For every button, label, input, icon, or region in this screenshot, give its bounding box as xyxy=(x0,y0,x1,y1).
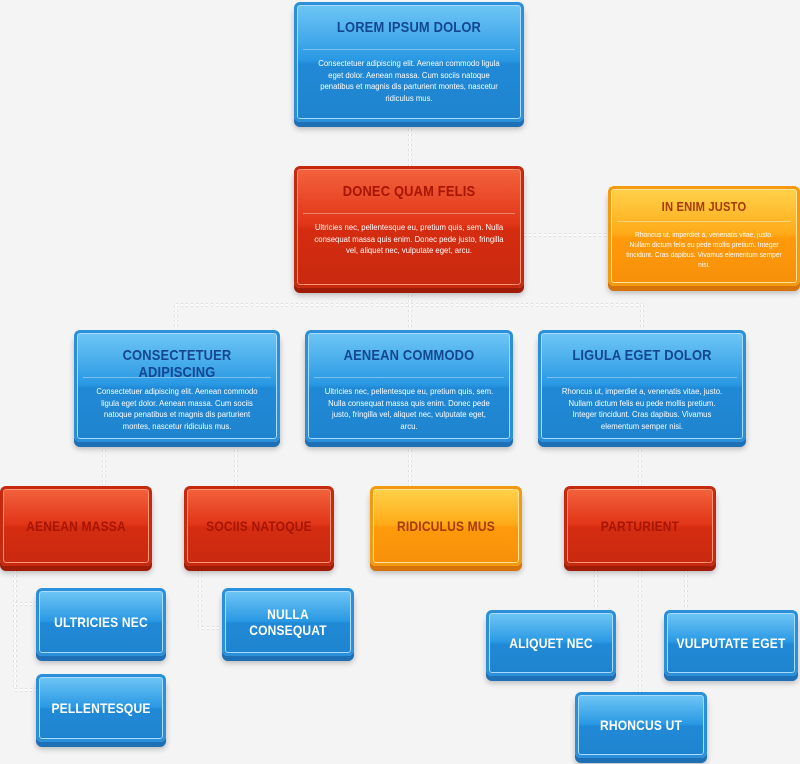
node-aenean-massa: AENEAN MASSA xyxy=(0,486,152,566)
node-in-enim-justo: IN ENIM JUSTO Rhoncus ut, imperdiet a, v… xyxy=(608,186,800,286)
node-ligula-eget-dolor: LIGULA EGET DOLOR Rhoncus ut, imperdiet … xyxy=(538,330,746,442)
node-body: Consectetuer adipiscing elit. Aenean com… xyxy=(318,58,500,103)
node-title: SOCIIS NATOQUE xyxy=(206,518,312,534)
node-title: AENEAN COMMODO xyxy=(343,347,475,364)
node-body: Consectetuer adipiscing elit. Aenean com… xyxy=(96,386,258,431)
connectors-fg xyxy=(14,124,687,692)
node-lorem-ipsum-dolor: LOREM IPSUM DOLOR Consectetuer adipiscin… xyxy=(294,2,524,122)
node-body: Ultricies nec, pellentesque eu, pretium … xyxy=(314,222,504,255)
node-title: LIGULA EGET DOLOR xyxy=(572,347,712,364)
node-aenean-commodo: AENEAN COMMODO Ultricies nec, pellentesq… xyxy=(305,330,513,442)
node-title: DONEC QUAM FELIS xyxy=(342,183,476,200)
node-body: Rhoncus ut, imperdiet a, venenatis vitae… xyxy=(626,230,782,269)
node-pellentesque: PELLENTESQUE xyxy=(36,674,166,742)
node-consectetuer-adipiscing: CONSECTETUER ADIPISCING Consectetuer adi… xyxy=(74,330,280,442)
node-divider xyxy=(314,377,504,378)
node-divider xyxy=(303,49,515,50)
node-divider xyxy=(83,377,271,378)
node-divider xyxy=(303,213,515,214)
node-title: ULTRICIES NEC xyxy=(54,614,148,630)
node-title: AENEAN MASSA xyxy=(26,518,126,534)
node-title: IN ENIM JUSTO xyxy=(661,199,747,214)
node-title: RHONCUS UT xyxy=(600,717,682,733)
node-ultricies-nec: ULTRICIES NEC xyxy=(36,588,166,656)
node-sociis-natoque: SOCIIS NATOQUE xyxy=(184,486,334,566)
node-title: ALIQUET NEC xyxy=(509,635,593,651)
node-vulputate-eget: VULPUTATE EGET xyxy=(664,610,798,676)
node-title: RIDICULUS MUS xyxy=(397,518,495,534)
node-title: VULPUTATE EGET xyxy=(676,635,786,651)
node-title: CONSECTETUER ADIPISCING xyxy=(122,347,232,381)
node-title: LOREM IPSUM DOLOR xyxy=(336,19,482,36)
node-ridiculus-mus: RIDICULUS MUS xyxy=(370,486,522,566)
node-title: NULLA CONSEQUAT xyxy=(249,606,327,638)
node-divider xyxy=(617,221,791,222)
node-body: Ultricies nec, pellentesque eu, pretium … xyxy=(324,386,494,431)
node-body: Rhoncus ut, imperdiet a, venenatis vitae… xyxy=(561,386,723,431)
node-divider xyxy=(547,377,737,378)
node-rhoncus-ut: RHONCUS UT xyxy=(575,692,707,758)
node-title: PELLENTESQUE xyxy=(51,700,151,716)
node-parturient: PARTURIENT xyxy=(564,486,716,566)
node-aliquet-nec: ALIQUET NEC xyxy=(486,610,616,676)
node-title: PARTURIENT xyxy=(600,518,680,534)
node-donec-quam-felis: DONEC QUAM FELIS Ultricies nec, pellente… xyxy=(294,166,524,288)
node-nulla-consequat: NULLA CONSEQUAT xyxy=(222,588,354,656)
